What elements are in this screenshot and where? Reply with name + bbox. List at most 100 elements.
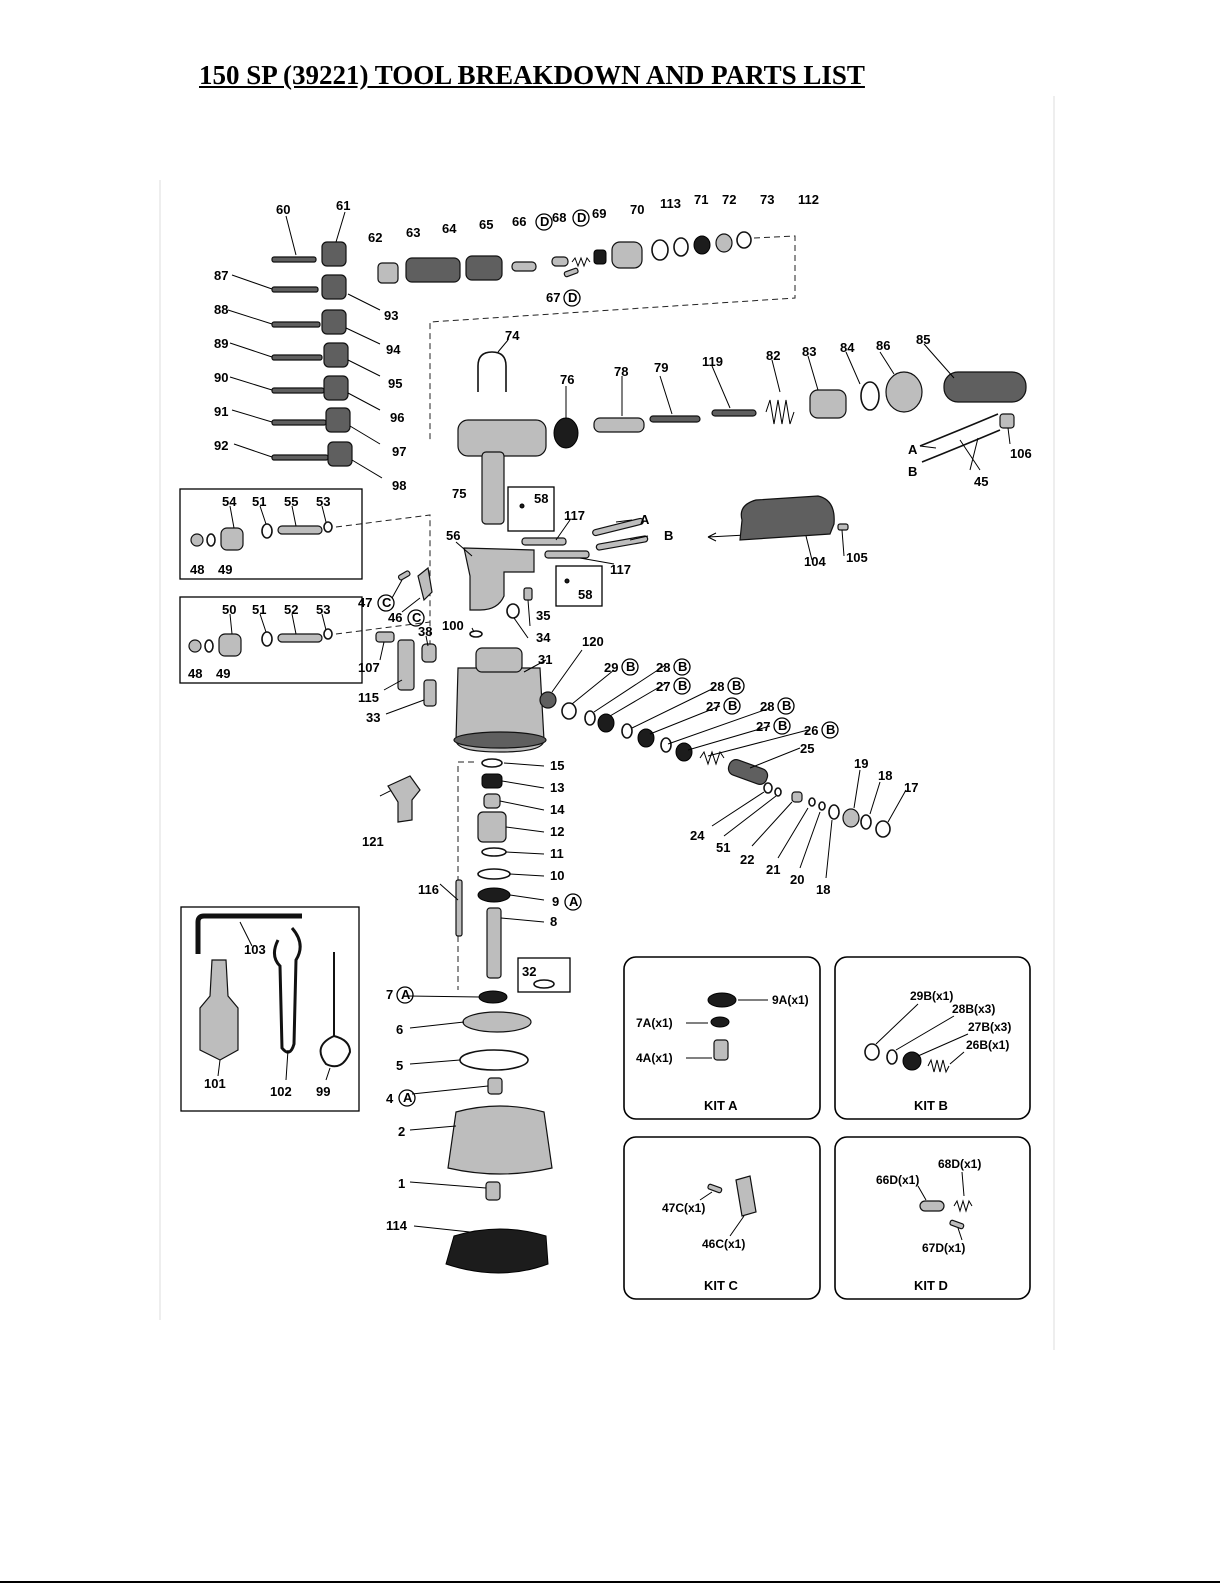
label-107: 107	[358, 660, 380, 675]
kit-a-name: KIT A	[704, 1098, 738, 1113]
part-19-cap	[842, 808, 860, 828]
label-103: 103	[244, 942, 266, 957]
leader-lines-head	[497, 339, 1011, 471]
kit-d-item-66d: 66D(x1)	[876, 1173, 919, 1187]
part-32-box	[517, 957, 571, 993]
label-101: 101	[204, 1076, 226, 1091]
part-51c-oring	[774, 787, 782, 797]
label-22: 22	[740, 852, 754, 867]
label-25: 25	[800, 741, 814, 756]
part-94-nut	[321, 309, 347, 335]
leader-lines-left-column	[227, 211, 383, 479]
marker-47-C	[377, 594, 395, 612]
marker-46-C	[407, 609, 425, 627]
label-9: 9	[552, 894, 559, 909]
part-51b-oring	[261, 631, 273, 647]
part-88-pin	[271, 321, 321, 328]
part-9-seal	[477, 887, 511, 903]
marker-letter-27c: B	[778, 718, 787, 733]
leader-lines-tools	[217, 921, 331, 1081]
part-27b-spacer	[637, 728, 655, 748]
kit-b-box	[834, 956, 1031, 1120]
part-107-screw	[375, 631, 395, 643]
label-49-box1: 49	[218, 562, 232, 577]
part-68-spring	[571, 256, 591, 268]
part-91-pin	[271, 419, 327, 426]
part-31-top-boss	[475, 647, 523, 673]
part-22-plug	[791, 791, 803, 803]
label-106: 106	[1010, 446, 1032, 461]
label-26: 26	[804, 723, 818, 738]
part-21-oring	[808, 797, 816, 807]
label-18-upper: 18	[878, 768, 892, 783]
leader-lines-stack	[379, 762, 545, 1233]
label-114: 114	[386, 1218, 408, 1233]
leader-lines-box-2	[229, 613, 327, 635]
kit-d-spring	[953, 1199, 973, 1213]
kit-c-name: KIT C	[704, 1278, 739, 1293]
part-33-valve	[423, 679, 437, 707]
part-12-piston	[477, 811, 507, 843]
kit-c-item-46c: 46C(x1)	[702, 1237, 745, 1251]
part-11-oring	[481, 847, 507, 857]
label-52: 52	[284, 602, 298, 617]
part-27c-spacer	[675, 742, 693, 762]
label-38: 38	[418, 624, 432, 639]
label-97: 97	[392, 444, 406, 459]
part-32-oring	[533, 979, 555, 989]
nose-dashed-guide	[429, 235, 796, 440]
kit-a-box	[623, 956, 821, 1120]
leader-lines-box-1	[229, 505, 327, 529]
part-85-cylinder	[943, 371, 1027, 403]
label-10: 10	[550, 868, 564, 883]
label-20: 20	[790, 872, 804, 887]
part-10-oring	[477, 868, 511, 880]
marker-letter-4: A	[403, 1090, 413, 1105]
label-11: 11	[550, 846, 564, 861]
tools-box	[180, 906, 360, 1112]
marker-4-A	[398, 1089, 416, 1107]
part-89-pin	[271, 354, 323, 361]
marker-66-D	[535, 213, 553, 231]
label-54: 54	[222, 494, 237, 509]
marker-letter-66: D	[540, 214, 549, 229]
label-86: 86	[876, 338, 890, 353]
part-71-oring	[673, 237, 689, 257]
label-6: 6	[396, 1022, 403, 1037]
part-78-piston	[593, 417, 645, 433]
label-87: 87	[214, 268, 228, 283]
part-48b-plug	[188, 639, 202, 653]
part-8-rod	[486, 907, 502, 979]
label-115: 115	[358, 690, 379, 705]
label-94: 94	[386, 342, 401, 357]
option-box-1-dashed	[335, 514, 431, 645]
part-117a-pin	[521, 537, 567, 546]
body-assembly	[375, 627, 547, 753]
marker-68-D	[572, 209, 590, 227]
label-99: 99	[316, 1084, 330, 1099]
kit-a-item-9a: 9A(x1)	[772, 993, 809, 1007]
kit-b-washer	[864, 1043, 880, 1061]
base-stack	[379, 758, 571, 1274]
part-75-stem	[481, 451, 505, 525]
part-102-spanner	[273, 927, 302, 1054]
label-79: 79	[654, 360, 668, 375]
label-33: 33	[366, 710, 380, 725]
part-29-washer	[561, 702, 577, 720]
label-65: 65	[479, 217, 493, 232]
label-82: 82	[766, 348, 780, 363]
label-85: 85	[916, 332, 930, 347]
label-64: 64	[442, 221, 457, 236]
part-114-bumper	[445, 1228, 549, 1274]
label-112: 112	[798, 192, 819, 207]
label-69: 69	[592, 206, 606, 221]
label-48-box1: 48	[190, 562, 204, 577]
part-1-screw	[485, 1181, 501, 1201]
label-95: 95	[388, 376, 402, 391]
label-83: 83	[802, 344, 816, 359]
part-87-pin	[271, 286, 319, 293]
label-35: 35	[536, 608, 550, 623]
label-117-lower: 117	[610, 562, 631, 577]
label-12: 12	[550, 824, 564, 839]
